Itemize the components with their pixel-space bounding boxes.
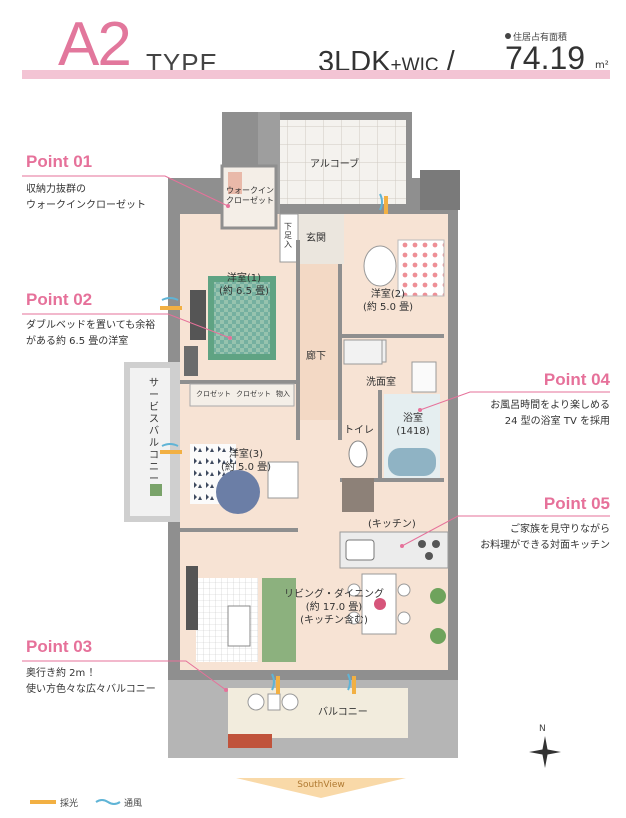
point-05-line-1: ご家族を見守りながら xyxy=(510,524,610,535)
alcove-label: アルコーブ xyxy=(310,159,360,170)
shoe-cabinet xyxy=(279,213,299,263)
point-05-title: Point 05 xyxy=(543,494,610,513)
point-03-line-2: 使い方色々な広々バルコニー xyxy=(26,684,156,695)
bullet-icon xyxy=(505,33,511,39)
legend-wind-swatch xyxy=(95,799,121,805)
legend-wind-label: 通風 xyxy=(124,799,143,809)
storage-label: 物入 xyxy=(276,390,290,398)
shelf-1 xyxy=(184,346,198,376)
flower-vase xyxy=(374,598,386,610)
header-rule xyxy=(22,70,610,79)
area-caption: 住居占有面積 xyxy=(505,30,567,43)
western-1-label: 洋室(1) (約 6.5 畳) xyxy=(218,273,270,297)
point-01-line-2: ウォークインクローゼット xyxy=(26,200,146,211)
service-plant xyxy=(150,484,162,496)
area-unit: m² xyxy=(595,60,609,71)
bathtub xyxy=(388,448,436,476)
shoe-cabinet-label: 下足入 xyxy=(284,222,292,249)
point-01-desc: 収納力抜群の ウォークインクローゼット xyxy=(26,182,146,214)
point-04-line-2: 24 型の浴室 TV を採用 xyxy=(504,416,610,427)
toilet-label: トイレ xyxy=(344,425,374,436)
washroom-label: 洗面室 xyxy=(366,377,396,388)
hallway-floor xyxy=(298,240,340,420)
point-02-title: Point 02 xyxy=(26,290,93,309)
bed-2 xyxy=(397,239,445,297)
toilet-bowl xyxy=(348,440,368,468)
point-04-line-1: お風呂時間をより楽しめる xyxy=(490,400,610,411)
callout-lines xyxy=(22,175,610,691)
closet-b-label: クロゼット xyxy=(236,390,271,398)
compass-label: N xyxy=(539,724,546,734)
point-01-title: Point 01 xyxy=(26,152,93,171)
point-02-desc: ダブルベッドを置いても余裕 がある約 6.5 畳の洋室 xyxy=(26,318,155,350)
closet-a-label: クロゼット xyxy=(196,390,231,398)
wic-shelf xyxy=(228,172,242,194)
interior-walls xyxy=(180,240,444,532)
dining-chairs xyxy=(347,583,411,625)
stove-icon xyxy=(418,540,440,560)
point-02-line-2: がある約 6.5 畳の洋室 xyxy=(26,336,129,347)
desk-3 xyxy=(267,461,299,499)
wic-room xyxy=(220,164,278,230)
tv-board xyxy=(186,566,198,630)
service-balcony-label: サービスバルコニー xyxy=(149,378,159,485)
rug-3 xyxy=(216,470,260,514)
bathroom-label: 浴室 (1418) xyxy=(396,413,430,437)
south-view-arrow xyxy=(236,778,406,798)
closet-row xyxy=(189,383,295,407)
point-04-title: Point 04 xyxy=(543,370,610,389)
sofa xyxy=(262,578,296,662)
point-05-line-2: お料理ができる対面キッチン xyxy=(480,540,610,551)
alcove-floor xyxy=(278,120,406,204)
point-05-desc: ご家族を見守りながら お料理ができる対面キッチン xyxy=(430,522,610,554)
western-3-label: 洋室(3) (約 5.0 畳) xyxy=(220,449,272,473)
type-letter: A2 xyxy=(58,10,132,79)
corridor-label: 廊下 xyxy=(306,351,326,362)
point-02-line-1: ダブルベッドを置いても余裕 xyxy=(26,320,156,331)
wind-arrows xyxy=(161,193,383,691)
fridge xyxy=(342,478,374,512)
plant-2 xyxy=(430,628,446,644)
sink xyxy=(345,539,375,561)
point-03-line-1: 奥行き約 2m ！ xyxy=(26,668,99,679)
entrance-floor xyxy=(298,214,344,264)
washbasin xyxy=(343,339,383,365)
desk-1 xyxy=(190,290,206,340)
washer xyxy=(411,361,437,393)
rug-2 xyxy=(363,245,397,287)
plant-1 xyxy=(430,588,446,604)
living-label: リビング・ダイニング (約 17.0 畳) (キッチン含む) xyxy=(284,589,384,626)
light-arrows xyxy=(160,196,388,694)
western-2-label: 洋室(2) (約 5.0 畳) xyxy=(362,289,414,313)
balcony-chairs xyxy=(247,693,299,711)
point-03-desc: 奥行き約 2m ！ 使い方色々な広々バルコニー xyxy=(26,666,156,698)
south-view-label: SouthView xyxy=(297,780,345,790)
callout-dots xyxy=(224,204,422,692)
area-caption-text: 住居占有面積 xyxy=(513,33,568,43)
balcony-label: バルコニー xyxy=(318,707,368,718)
wic-label: ウォークイン クローゼット xyxy=(226,186,274,205)
living-table xyxy=(227,605,251,647)
point-01-line-1: 収納力抜群の xyxy=(26,184,86,195)
point-04-desc: お風呂時間をより楽しめる 24 型の浴室 TV を採用 xyxy=(430,398,610,430)
entrance-label: 玄関 xyxy=(306,233,326,244)
flower-bed xyxy=(228,734,272,748)
plan-separator: / xyxy=(446,46,455,78)
kitchen-label: (キッチン) xyxy=(368,519,416,530)
legend-light-label: 採光 xyxy=(60,799,79,809)
compass-icon xyxy=(529,736,561,768)
point-03-title: Point 03 xyxy=(26,637,93,656)
